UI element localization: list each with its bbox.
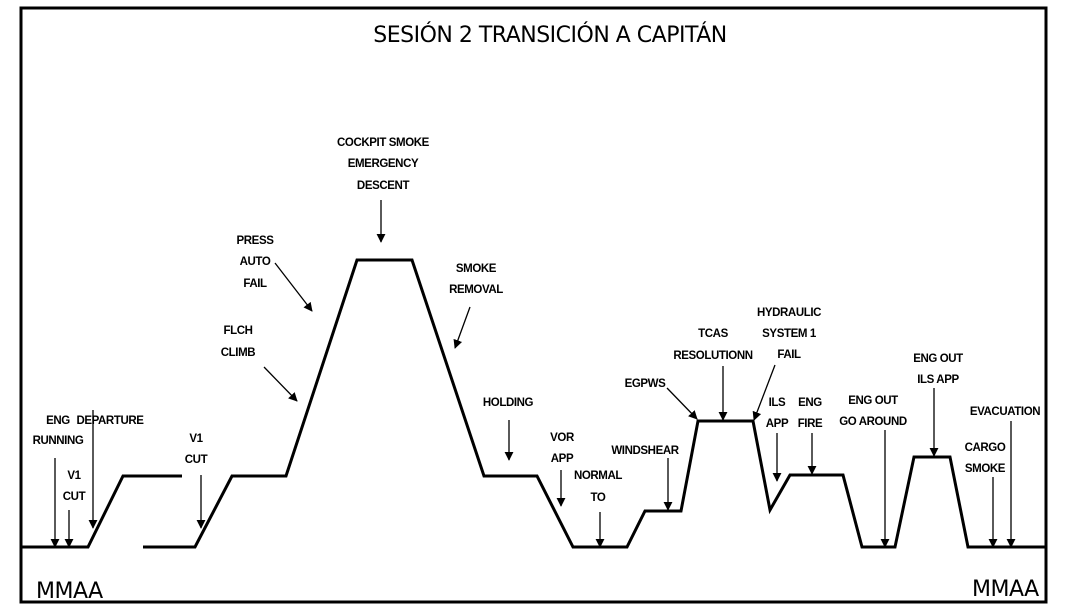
label-windshear: WINDSHEAR: [611, 445, 679, 457]
arrow-egpws: [666, 387, 698, 420]
arrow-hydraulic: [752, 364, 776, 421]
label-evacuation: EVACUATION: [970, 406, 1040, 418]
destination-airport: MMAA: [972, 577, 1039, 602]
arrow-smoke-removal: [453, 306, 471, 349]
profile-segment-1: [22, 474, 182, 549]
origin-airport: MMAA: [36, 579, 103, 604]
profile-segment-2: [143, 258, 1045, 549]
label-holding: HOLDING: [483, 397, 534, 409]
diagram-frame: [19, 6, 1048, 604]
label-departure: DEPARTURE: [76, 415, 144, 427]
label-egpws: EGPWS: [625, 378, 667, 390]
arrow-press-auto-fail: [274, 262, 313, 312]
event-arrows: [50, 200, 1016, 548]
diagram-title: SESIÓN 2 TRANSICIÓN A CAPITÁN: [373, 22, 726, 48]
arrow-flch-climb: [263, 366, 298, 402]
